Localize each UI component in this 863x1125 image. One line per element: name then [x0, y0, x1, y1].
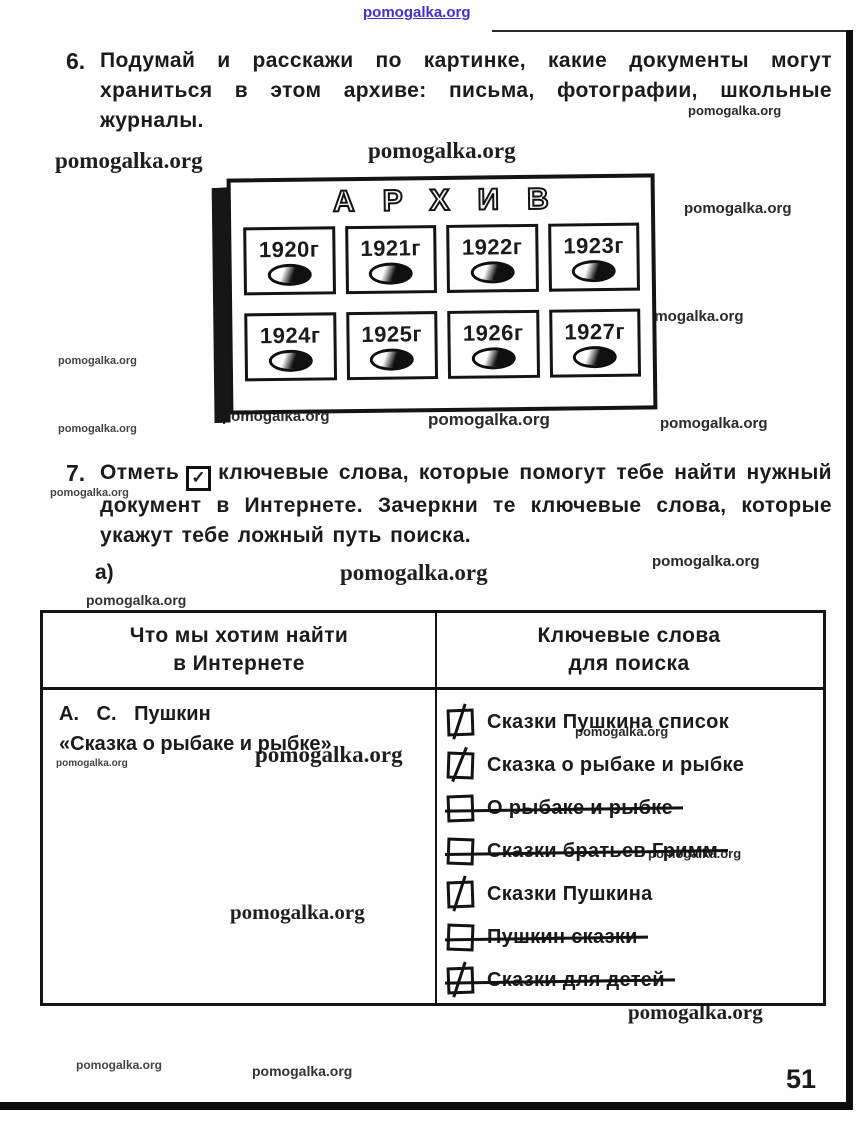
keyword-label: Сказки Пушкина — [487, 883, 653, 905]
watermark: pomogalka.org — [58, 355, 137, 367]
keyword-row: Сказки для детей — [446, 959, 817, 1002]
watermark: pomogalka.org — [56, 758, 128, 769]
query-author: А. С. Пушкин — [59, 703, 211, 725]
keyword-row: Пушкин сказки — [446, 916, 817, 959]
archive-drawer: 1921г — [344, 225, 437, 295]
drawer-handle-icon — [470, 260, 515, 284]
watermark: pomogalka.org — [368, 138, 516, 163]
watermark: pomogalka.org — [58, 423, 137, 435]
keyword-label: Сказки братьев Гримм — [487, 840, 719, 862]
checkbox[interactable] — [446, 880, 475, 909]
table-column-divider — [435, 613, 437, 1003]
archive-drawer: 1923г — [547, 222, 640, 292]
checkbox[interactable] — [446, 708, 475, 737]
keyword-label: Сказки для детей — [487, 969, 665, 991]
watermark: pomogalka.org — [86, 592, 187, 608]
keywords-list: Сказки Пушкина список Сказка о рыбаке и … — [446, 701, 817, 1002]
archive-drawer: 1922г — [446, 223, 539, 293]
keyword-row: Сказки Пушкина список — [446, 701, 817, 744]
drawer-year-label: 1925г — [361, 320, 423, 347]
task-6-text: Подумай и расскажи по картинке, какие до… — [100, 49, 832, 132]
keyword-label: Сказки Пушкина список — [487, 711, 730, 733]
archive-drawer: 1924г — [244, 312, 337, 382]
drawer-handle-icon — [369, 347, 415, 371]
checkbox[interactable] — [446, 837, 475, 866]
drawer-year-label: 1921г — [360, 234, 422, 261]
drawer-year-label: 1920г — [258, 235, 320, 262]
drawer-handle-icon — [572, 345, 618, 368]
page-number: 51 — [786, 1064, 817, 1094]
task-6-number: 6. — [66, 48, 86, 74]
task-7-number: 7. — [66, 460, 86, 486]
watermark: pomogalka.org — [428, 410, 550, 429]
scan-edge-right — [846, 30, 853, 1110]
watermark: pomogalka.org — [652, 553, 760, 570]
archive-drawer: 1925г — [345, 311, 439, 381]
watermark: pomogalka.org — [230, 900, 365, 924]
drawer-handle-icon — [267, 263, 312, 286]
drawer-year-label: 1922г — [461, 233, 523, 260]
task-7-text: Отметь ✓ключевые слова, которые помогут т… — [100, 458, 832, 551]
drawer-handle-icon — [368, 261, 414, 285]
archive-drawer-grid: 1920г 1921г 1922г 1923г 1924г 1925г — [231, 215, 653, 382]
keywords-table: Что мы хотим найти в Интернете Ключевые … — [40, 610, 826, 1006]
watermark: pomogalka.org — [340, 560, 488, 585]
scan-edge-top — [492, 30, 851, 32]
archive-drawer: 1920г — [243, 226, 336, 296]
archive-drawer: 1926г — [447, 309, 540, 379]
archive-drawer: 1927г — [548, 308, 642, 378]
watermark: pomogalka.org — [575, 724, 669, 739]
drawer-year-label: 1924г — [259, 321, 321, 348]
task-7-text-before: Отметь — [100, 461, 180, 484]
scan-edge-bottom — [0, 1102, 853, 1110]
keyword-label: Пушкин сказки — [487, 926, 638, 948]
table-header-divider — [43, 687, 823, 690]
watermark: pomogalka.org — [252, 1063, 353, 1079]
keyword-label: О рыбаке и рыбке — [487, 797, 674, 819]
watermark: pomogalka.org — [50, 487, 129, 499]
checked-checkbox-icon: ✓ — [186, 466, 212, 491]
archive-title: АРХИВ — [332, 181, 578, 219]
watermark-link[interactable]: pomogalka.org — [363, 4, 471, 21]
watermark: pomogalka.org — [660, 415, 768, 432]
watermark: pomogalka.org — [688, 103, 782, 118]
header-line: Что мы хотим найти — [129, 624, 349, 647]
keyword-row: Сказки братьев Гримм — [446, 830, 817, 873]
watermark: pomogalka.org — [636, 308, 744, 325]
table-header-query: Что мы хотим найти в Интернете — [43, 622, 435, 678]
watermark: pomogalka.org — [255, 742, 403, 767]
drawer-year-label: 1927г — [564, 318, 626, 345]
drawer-handle-icon — [571, 259, 617, 282]
query-title: «Сказка о рыбаке и рыбке» — [59, 733, 332, 755]
header-line: для поиска — [568, 652, 690, 675]
header-line: Ключевые слова — [537, 624, 721, 647]
table-header-keywords: Ключевые слова для поиска — [437, 622, 821, 678]
keyword-row: О рыбаке и рыбке — [446, 787, 817, 830]
drawer-handle-icon — [471, 346, 516, 370]
subtask-a-label: а) — [95, 561, 114, 584]
task-7-text-after: ключевые слова, которые помогут тебе най… — [100, 461, 832, 547]
keyword-row: Сказка о рыбаке и рыбке — [446, 744, 817, 787]
drawer-year-label: 1926г — [462, 319, 524, 346]
header-line: в Интернете — [173, 652, 305, 675]
watermark: pomogalka.org — [76, 1058, 163, 1072]
checkbox[interactable] — [446, 751, 475, 780]
drawer-handle-icon — [268, 349, 313, 372]
watermark: pomogalka.org — [684, 200, 792, 217]
keyword-label: Сказка о рыбаке и рыбке — [487, 754, 745, 776]
drawer-year-label: 1923г — [563, 232, 625, 259]
search-query-cell: А. С. Пушкин «Сказка о рыбаке и рыбке» — [59, 699, 332, 759]
archive-cabinet-illustration: АРХИВ 1920г 1921г 1922г 1923г 1924г — [226, 173, 658, 415]
keyword-row: Сказки Пушкина — [446, 873, 817, 916]
watermark: pomogalka.org — [55, 148, 203, 173]
